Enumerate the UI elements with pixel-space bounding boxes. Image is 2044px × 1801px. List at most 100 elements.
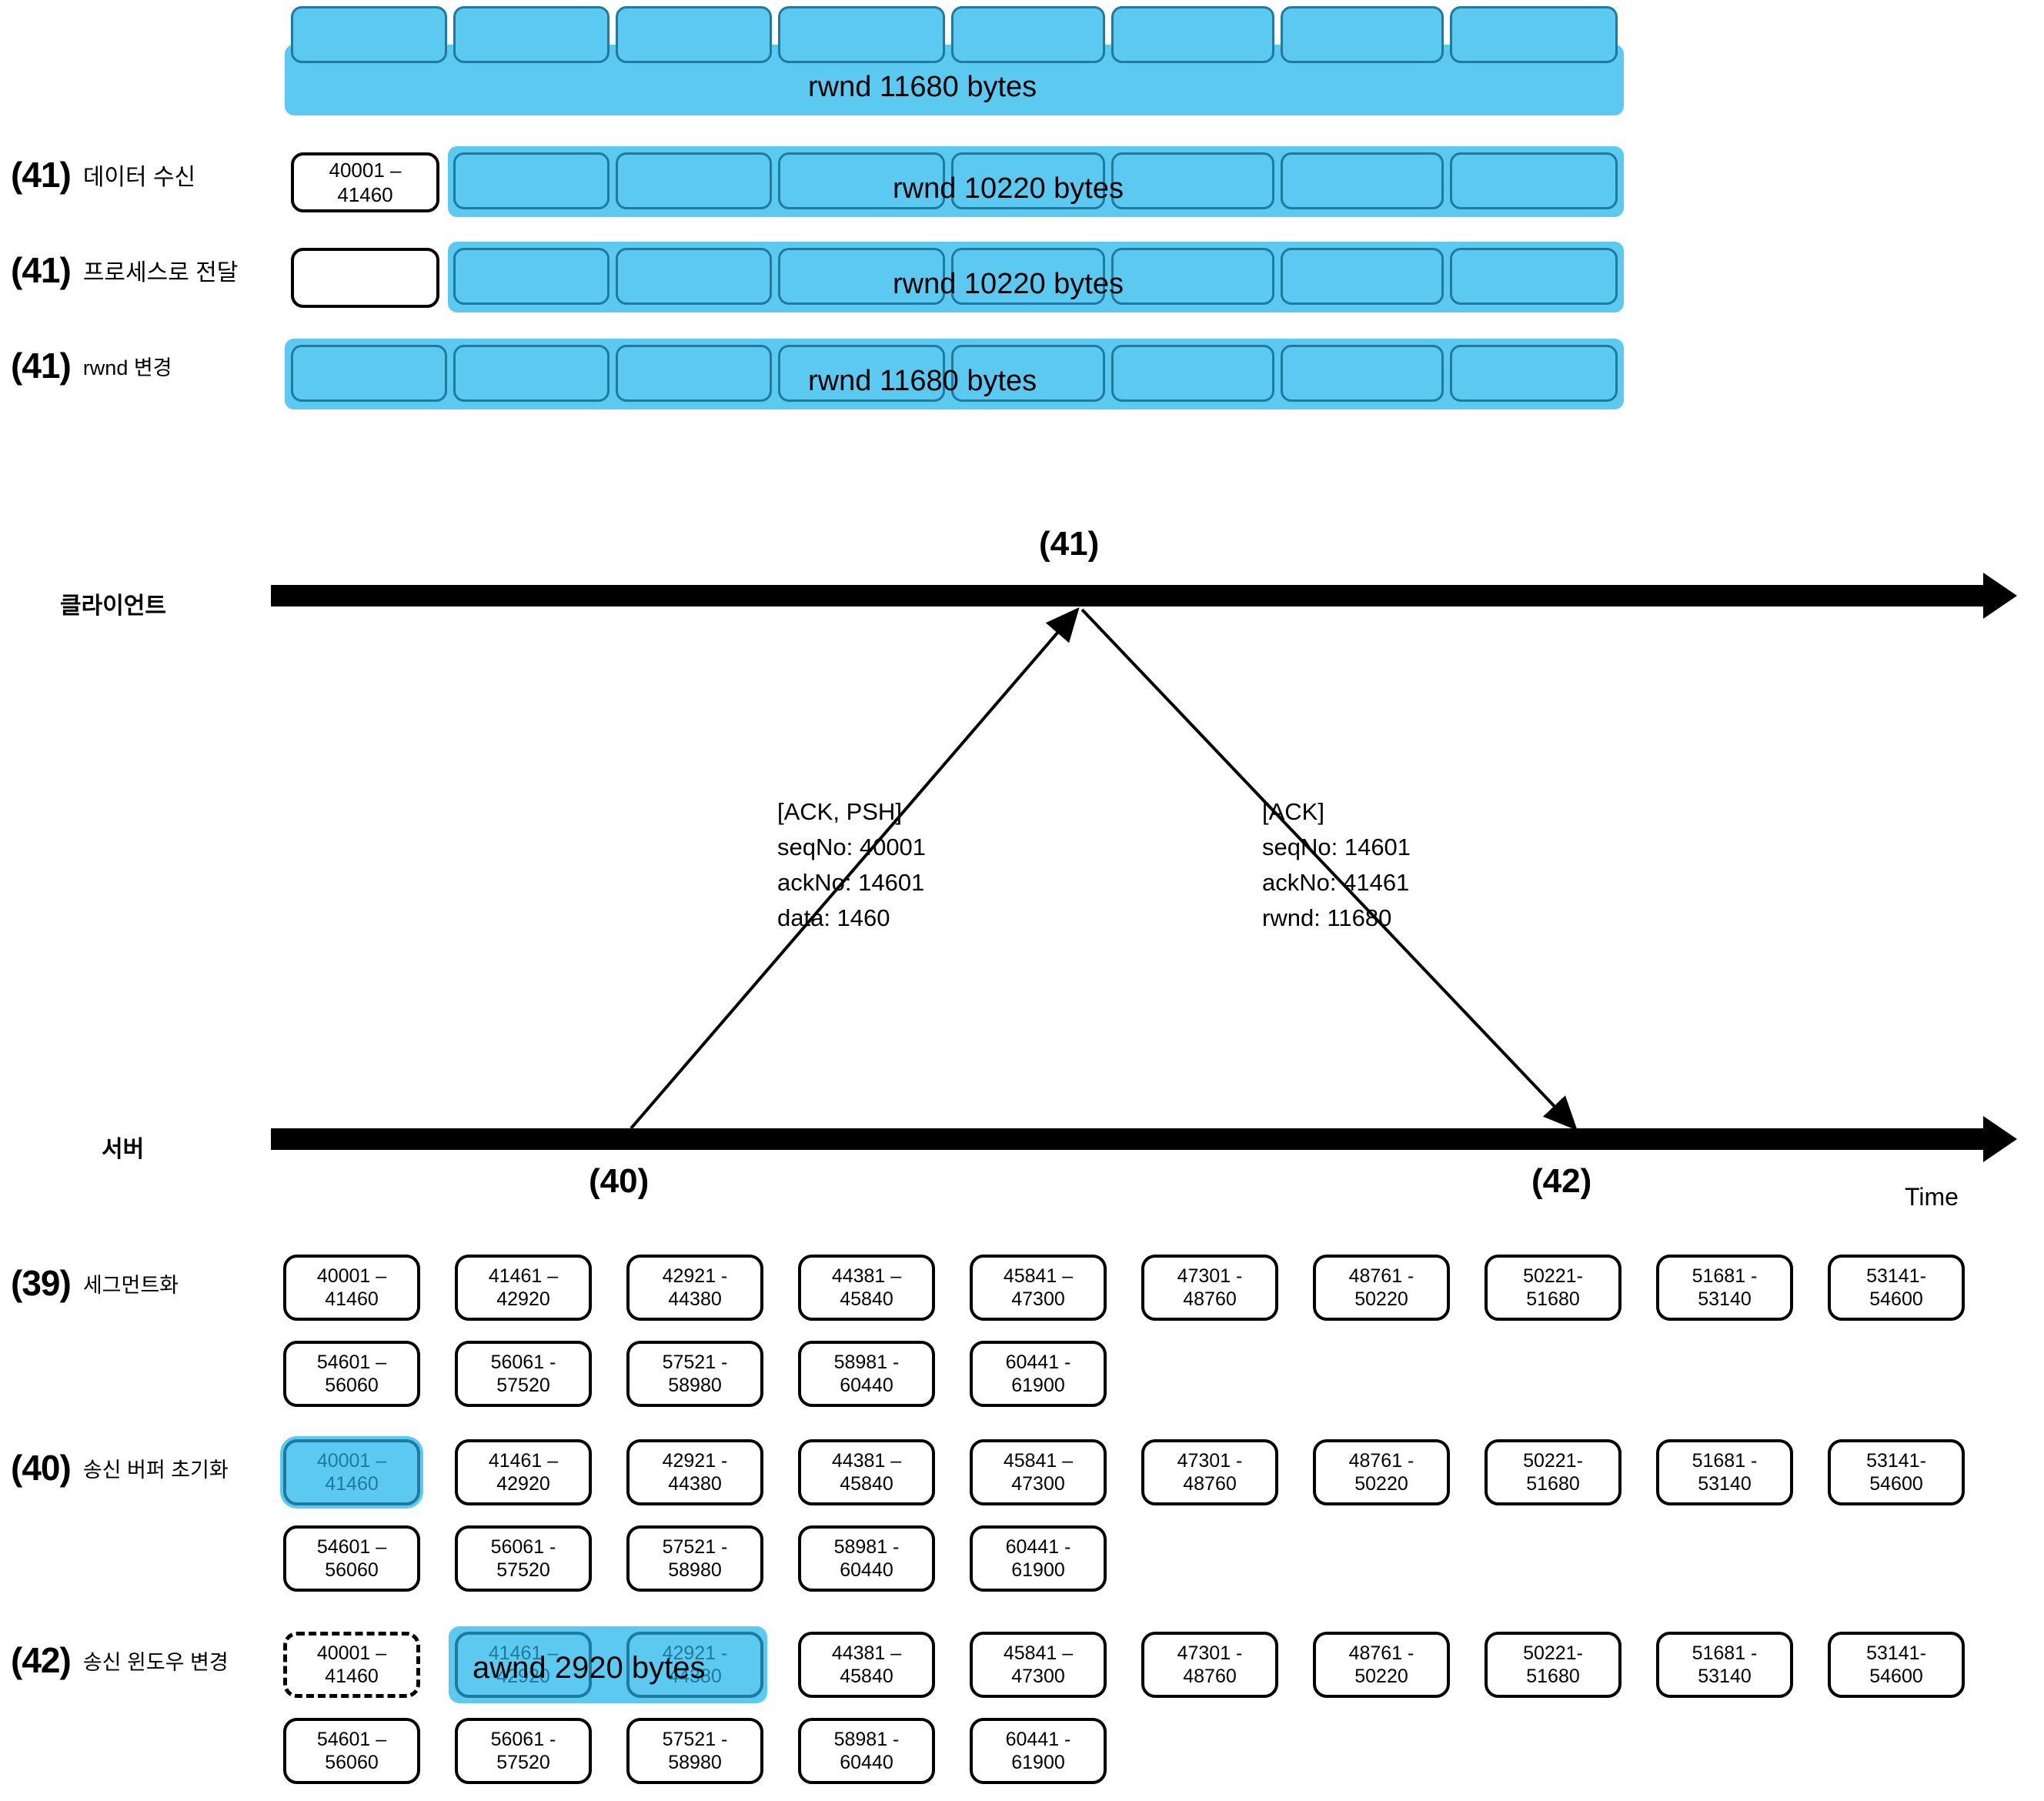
buffer-cell	[778, 152, 945, 209]
segment-range-line2: 51680	[1526, 1288, 1580, 1310]
buffer-cell	[616, 345, 772, 402]
segment-range-line2: 53140	[1698, 1473, 1752, 1495]
segment-box: 47301 - 48760	[1141, 1255, 1278, 1321]
segment-box: 40001 – 41460	[283, 1255, 420, 1321]
segment-box: 58981 - 60440	[798, 1718, 935, 1784]
segment-box: 53141- 54600	[1828, 1439, 1965, 1505]
segment-box-highlighted: 40001 – 41460	[283, 1439, 420, 1505]
step-caption: 세그먼트화	[82, 1273, 179, 1297]
segment-range-line1: 58981 -	[833, 1535, 900, 1558]
buffer-cell	[1111, 248, 1274, 305]
segment-range-line1: 42921 -	[662, 1449, 728, 1472]
segment-range-line1: 60441 -	[1005, 1535, 1071, 1558]
segment-range-line1: 40001 –	[329, 158, 402, 182]
segment-range-line1: 54601 –	[316, 1535, 387, 1558]
step-label-rwnd-changed: (41) rwnd 변경	[11, 345, 172, 386]
segment-range-line2: 41460	[325, 1666, 379, 1687]
segment-box: 42921 - 44380	[626, 1255, 763, 1321]
step-number: (40)	[11, 1448, 72, 1488]
segment-box: 53141- 54600	[1828, 1632, 1965, 1698]
segment-box: 45841 – 47300	[970, 1255, 1107, 1321]
segment-range-line2: 47300	[1011, 1288, 1065, 1310]
segment-range-line2: 54600	[1869, 1288, 1923, 1310]
segment-range-line1: 47301 -	[1177, 1449, 1243, 1472]
segment-range-line1: 53141-	[1866, 1449, 1926, 1472]
segment-range-line2: 47300	[1011, 1473, 1065, 1495]
segment-range-line1: 58981 -	[833, 1728, 900, 1750]
segment-box: 58981 - 60440	[798, 1341, 935, 1407]
segment-range-line2: 41460	[325, 1473, 379, 1495]
segment-box: 41461 – 42920	[455, 1439, 592, 1505]
segment-box: 45841 – 47300	[970, 1632, 1107, 1698]
segment-range-line1: 44381 –	[831, 1265, 902, 1287]
segment-range-line1: 47301 -	[1177, 1265, 1243, 1287]
segment-box: 58981 - 60440	[798, 1525, 935, 1592]
segment-range-line1: 45841 –	[1003, 1449, 1074, 1472]
segment-box: 54601 – 56060	[283, 1341, 420, 1407]
step-number: (42)	[11, 1640, 72, 1680]
step-caption: 송신 버퍼 초기화	[82, 1458, 229, 1482]
segment-box: 42921 - 44380	[626, 1439, 763, 1505]
segment-box: 60441 - 61900	[970, 1525, 1107, 1592]
server-event-marker-send: (40)	[589, 1162, 650, 1200]
segment-range-line1: 60441 -	[1005, 1728, 1071, 1750]
packet-ackno: ackNo: 41461	[1262, 868, 1410, 896]
segment-range-line2: 53140	[1698, 1666, 1752, 1687]
segment-range-line2: 61900	[1011, 1752, 1065, 1773]
segment-range-line2: 50220	[1354, 1288, 1408, 1310]
segment-box: 60441 - 61900	[970, 1341, 1107, 1407]
segment-box: 60441 - 61900	[970, 1718, 1107, 1784]
step-label-data-received: (41) 데이터 수신	[11, 154, 195, 195]
segment-range-line2: 61900	[1011, 1375, 1065, 1396]
segment-box: 44381 – 45840	[798, 1632, 935, 1698]
step-caption: rwnd 변경	[82, 356, 172, 379]
client-timeline-bar	[271, 585, 1988, 606]
packet-flags: [ACK]	[1262, 798, 1324, 825]
buffer-cell	[951, 6, 1105, 63]
segment-range-line2: 57520	[496, 1375, 550, 1396]
packet-flags: [ACK, PSH]	[777, 798, 902, 825]
segment-box: 51681 - 53140	[1656, 1632, 1793, 1698]
segment-range-line1: 50221-	[1523, 1265, 1583, 1287]
packet-seqno: seqNo: 40001	[777, 833, 927, 860]
segment-range-line1: 56061 -	[490, 1535, 556, 1558]
segment-box: 50221- 51680	[1485, 1255, 1622, 1321]
segment-range-line2: 45840	[840, 1288, 893, 1310]
packet-annotation-downstream: [ACK] seqNo: 14601 ackNo: 41461 rwnd: 11…	[1262, 794, 1411, 936]
buffer-cell	[1281, 152, 1444, 209]
server-timeline-bar	[271, 1128, 1988, 1150]
packet-annotation-upstream: [ACK, PSH] seqNo: 40001 ackNo: 14601 dat…	[777, 794, 926, 936]
segment-box-in-window: 42921 - 44380	[626, 1632, 763, 1698]
packet-seqno: seqNo: 14601	[1262, 833, 1411, 860]
step-caption: 송신 윈도우 변경	[82, 1650, 229, 1674]
buffer-cell	[453, 345, 610, 402]
client-timeline-label: 클라이언트	[60, 593, 166, 619]
segment-range-line1: 57521 -	[662, 1351, 728, 1373]
segment-range-line1: 45841 –	[1003, 1642, 1074, 1664]
segment-range-line2: 50220	[1354, 1666, 1408, 1687]
segment-range-line2: 48760	[1183, 1473, 1237, 1495]
segment-box: 44381 – 45840	[798, 1255, 935, 1321]
buffer-cell	[1450, 6, 1618, 63]
awnd-label: awnd 2920 bytes	[473, 1651, 706, 1685]
segment-range-line1: 54601 –	[316, 1728, 387, 1750]
segment-range-line2: 45840	[840, 1666, 893, 1687]
step-number: (41)	[11, 250, 72, 290]
server-timeline-arrowhead	[1983, 1116, 2017, 1162]
buffer-cell	[616, 152, 772, 209]
segment-box: 48761 - 50220	[1313, 1439, 1450, 1505]
step-number: (41)	[11, 346, 72, 386]
segment-range-line1: 40001 –	[316, 1265, 387, 1287]
step-label-send-buffer-init: (40) 송신 버퍼 초기화	[11, 1447, 229, 1489]
segment-range-line2: 44380	[668, 1288, 722, 1310]
segment-range-line2: 51680	[1526, 1473, 1580, 1495]
segment-range-line2: 58980	[668, 1559, 722, 1581]
segment-range-line2: 58980	[668, 1375, 722, 1396]
buffer-cell	[1281, 345, 1444, 402]
step-number: (41)	[11, 155, 72, 195]
rwnd-label-delivered: rwnd 10220 bytes	[893, 268, 1124, 300]
step-caption: 데이터 수신	[82, 165, 196, 190]
segment-range-line2: 42920	[496, 1473, 550, 1495]
step-caption: 프로세스로 전달	[82, 260, 239, 286]
segment-box: 47301 - 48760	[1141, 1439, 1278, 1505]
